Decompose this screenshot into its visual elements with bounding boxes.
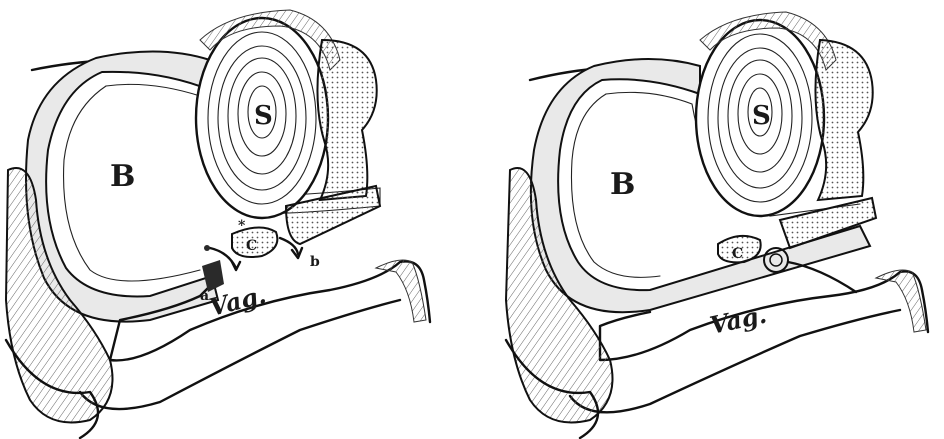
label-stomach-left: S [254,101,273,131]
label-vagina-right: Vag. [707,300,769,340]
label-bladder-right: B [610,167,635,202]
right-panel: B S Vag. C [506,12,928,438]
tissue-mass-left [317,40,376,200]
label-bladder-left: B [110,159,135,194]
label-mark-b: b [310,254,320,270]
svg-text:*: * [238,218,246,234]
left-panel: * B S Vag. a b C [6,10,430,438]
label-mark-c-left: C [246,238,257,254]
label-mark-c-right: C [732,246,743,262]
label-mark-a: a [200,288,209,304]
tissue-mass-right [815,40,872,200]
label-stomach-right: S [752,101,771,131]
